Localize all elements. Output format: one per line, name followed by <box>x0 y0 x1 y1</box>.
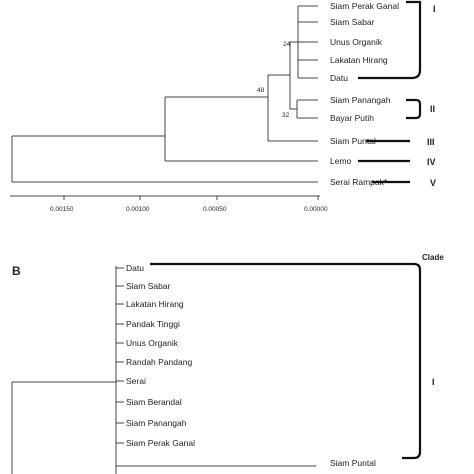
bootstrap-value: 32 <box>282 112 290 119</box>
axis-tick-label: 0.00150 <box>50 206 74 213</box>
panel-a-scale-axis <box>10 195 320 200</box>
taxon-label: Serai Rampak* <box>330 177 388 187</box>
panel-b-tree <box>11 266 316 474</box>
taxon-label: Bayar Putih <box>330 113 374 123</box>
axis-tick-label: 0.00000 <box>304 206 328 213</box>
panel-a-clade-brackets <box>358 0 422 184</box>
axis-tick-label: 0.00100 <box>126 206 150 213</box>
taxon-label: Siam Sabar <box>330 17 375 27</box>
clade-ii-bracket <box>406 98 422 120</box>
taxon-label: Unus Organik <box>126 338 179 348</box>
taxon-label: Siam Panangah <box>330 95 391 105</box>
panel-b-taxon-labels: Datu Siam Sabar Lakatan Hirang Pandak Ti… <box>126 263 376 468</box>
taxon-label: Datu <box>330 73 348 83</box>
clade-label: II <box>430 104 435 114</box>
clade-label: III <box>427 137 435 147</box>
panel-b-label: B <box>12 264 21 278</box>
taxon-label: Siam Berandal <box>126 397 182 407</box>
taxon-label: Pandak Tinggi <box>126 319 180 329</box>
clade-label: IV <box>427 157 436 167</box>
taxon-label: Siam Sabar <box>126 281 171 291</box>
clade-heading: Clade <box>422 253 444 262</box>
clade-label: V <box>430 178 436 188</box>
panel-a-axis-tick-labels: 0.00150 0.00100 0.00050 0.00000 <box>50 206 328 213</box>
taxon-label: Serai <box>126 376 146 386</box>
taxon-label: Lakatan Hirang <box>330 55 388 65</box>
taxon-label: Siam Puntal <box>330 136 376 146</box>
clade-label: I <box>433 4 436 14</box>
clade-i-bracket <box>358 0 422 80</box>
panel-b-clade-brackets <box>150 262 422 460</box>
clade-label: I <box>432 377 435 387</box>
panel-a-bootstrap-values: 24 48 32 <box>257 41 291 119</box>
clade-i-bracket-b <box>150 262 422 460</box>
taxon-label: Siam Perak Ganal <box>330 1 399 11</box>
panel-a-clade-labels: I II III IV V <box>427 4 436 188</box>
taxon-label: Siam Puntal <box>330 458 376 468</box>
taxon-label: Siam Panangah <box>126 418 187 428</box>
taxon-label: Randah Pandang <box>126 357 192 367</box>
taxon-label: Siam Perak Ganal <box>126 438 195 448</box>
taxon-label: Lemo <box>330 156 352 166</box>
bootstrap-value: 24 <box>283 41 291 48</box>
panel-a-taxon-labels: Siam Perak Ganal Siam Sabar Unus Organik… <box>330 1 399 187</box>
panel-a-tree <box>11 5 318 183</box>
bootstrap-value: 48 <box>257 87 265 94</box>
taxon-label: Datu <box>126 263 144 273</box>
taxon-label: Unus Organik <box>330 37 383 47</box>
taxon-label: Lakatan Hirang <box>126 299 184 309</box>
axis-tick-label: 0.00050 <box>203 206 227 213</box>
